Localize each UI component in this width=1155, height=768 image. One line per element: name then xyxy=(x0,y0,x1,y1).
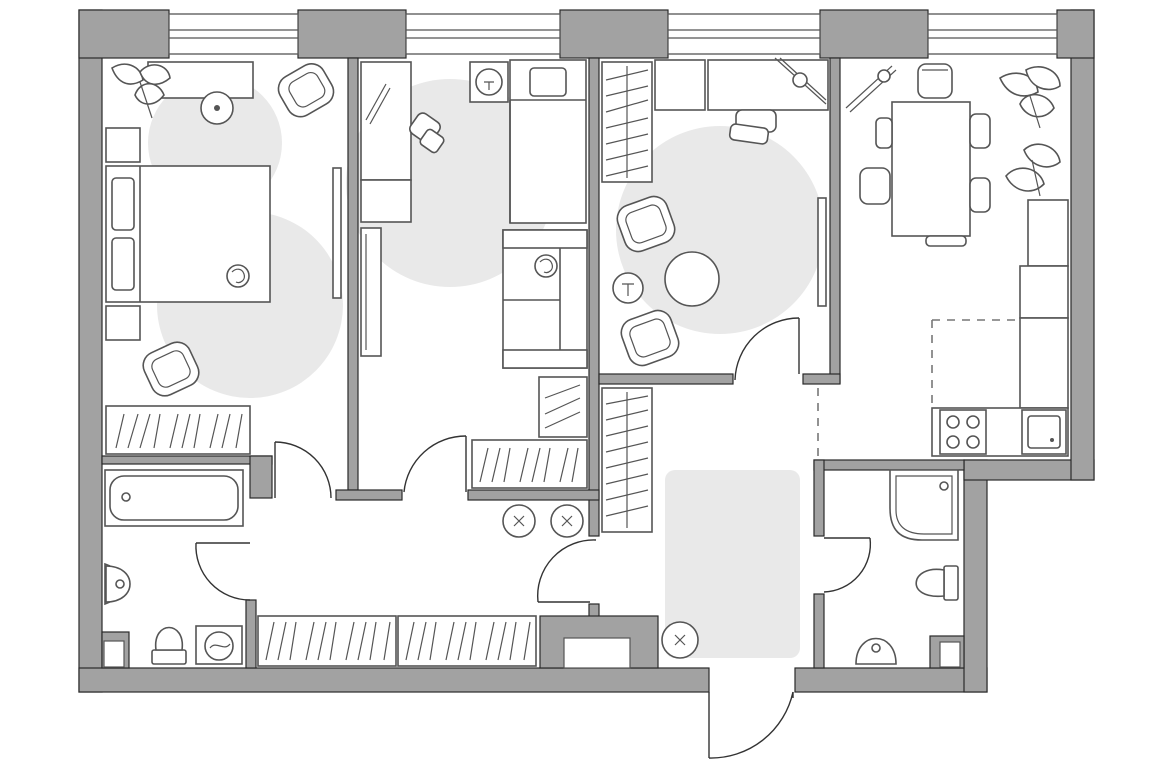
wardrobe-icon xyxy=(601,387,653,533)
desk xyxy=(707,59,829,111)
toilet-icon xyxy=(151,626,187,665)
toilet-icon xyxy=(915,565,959,601)
desk xyxy=(360,61,412,181)
window-icon xyxy=(168,13,1058,55)
radiator xyxy=(332,167,342,299)
wardrobe-icon xyxy=(105,405,251,455)
chair-icon xyxy=(859,63,991,247)
living-room xyxy=(601,57,829,367)
counter xyxy=(1019,265,1069,319)
plant-icon xyxy=(998,66,1061,197)
bathroom xyxy=(104,469,244,665)
radiator xyxy=(817,197,827,307)
shower-icon xyxy=(889,469,959,541)
fan-icon xyxy=(200,91,234,125)
armchair-icon xyxy=(616,195,676,253)
counter xyxy=(1027,199,1069,267)
nightstand xyxy=(105,305,141,341)
cat-icon xyxy=(226,264,250,288)
sink-icon xyxy=(855,637,897,665)
coffee-table xyxy=(664,251,720,307)
fan-icon xyxy=(502,504,699,659)
cabinet xyxy=(360,179,412,223)
armchair-icon xyxy=(277,63,335,118)
cabinet xyxy=(654,59,706,111)
kitchen-dining xyxy=(845,63,1069,457)
radiator xyxy=(360,227,382,357)
armchair-icon xyxy=(620,309,680,367)
walls xyxy=(78,9,1095,693)
sink-icon xyxy=(104,562,131,606)
door-icon xyxy=(195,317,872,759)
fan-icon xyxy=(475,68,503,96)
cat-icon xyxy=(534,254,558,278)
bathtub-icon xyxy=(104,469,244,527)
rugs xyxy=(148,76,824,658)
armchair-icon xyxy=(142,341,200,397)
washing-machine-icon xyxy=(195,625,243,665)
bedroom-2 xyxy=(360,59,588,489)
stove-icon xyxy=(939,409,987,455)
fan-icon xyxy=(612,272,644,304)
hallway xyxy=(257,387,699,667)
chair-icon xyxy=(728,109,777,145)
sofa-icon xyxy=(502,229,588,369)
sofa-icon xyxy=(509,59,587,224)
wardrobe-icon xyxy=(471,376,588,489)
wardrobe-icon xyxy=(257,615,537,667)
chair-icon xyxy=(409,112,445,154)
wc xyxy=(855,469,959,665)
counter xyxy=(1019,317,1069,409)
nightstand xyxy=(105,127,141,163)
wardrobe-icon xyxy=(601,61,653,183)
plant-icon xyxy=(111,63,171,119)
kitchen-boundary xyxy=(817,319,1020,458)
dining-table-icon xyxy=(891,101,971,237)
sink-icon xyxy=(1021,409,1067,455)
bedroom xyxy=(105,61,342,455)
